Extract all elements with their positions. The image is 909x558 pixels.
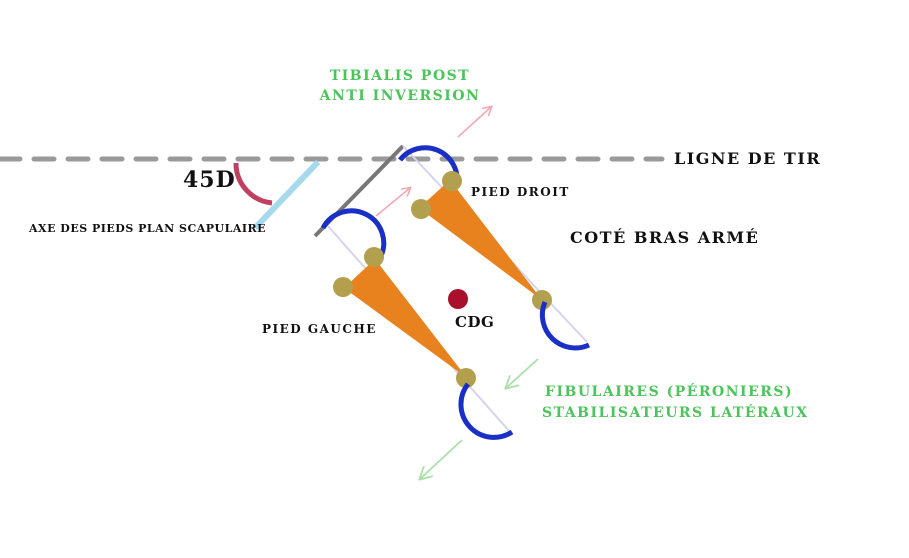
cote-bras-arme-label: COTÉ BRAS ARMÉ [570,227,759,247]
right-foot-joint-1 [442,171,462,191]
pied-droit-label: PIED DROIT [471,185,570,199]
right-foot-arc-bottom [539,301,591,351]
fibulaires-arrow-lower [420,439,463,479]
scapular-axis-line [252,159,321,231]
left-foot-arc-bottom [458,382,514,440]
left-muscle-wedge [344,259,467,378]
left-foot-joint-3 [456,368,476,388]
right-foot [398,145,591,351]
cdg-label: CDG [455,313,494,331]
firing-line-label: LIGNE DE TIR [674,149,821,168]
left-foot-joint-2 [333,277,353,297]
left-foot-joint-1 [364,247,384,267]
fibulaires-label-line2: STABILISATEURS LATÉRAUX [542,403,809,421]
tibialis-label-line1: TIBIALIS POST [330,68,470,84]
tibialis-arrow-lower [375,188,410,217]
right-muscle-wedge [419,180,542,300]
fibulaires-label-line1: FIBULAIRES (PÉRONIERS) [545,382,793,400]
pied-gauche-label: PIED GAUCHE [262,322,377,336]
cdg-dot [448,289,468,309]
axe-pieds-label: AXE DES PIEDS PLAN SCAPULAIRE [28,222,266,235]
left-foot [320,208,514,440]
right-foot-joint-2 [411,199,431,219]
left-foot-arc-top [320,208,387,260]
tibialis-arrow-upper [457,107,491,138]
angle-label: 45D [183,167,236,193]
right-foot-joint-3 [532,290,552,310]
fibulaires-arrow-upper [506,358,539,388]
angle-arc [233,162,273,206]
tibialis-label-line2: ANTI INVERSION [319,88,481,104]
